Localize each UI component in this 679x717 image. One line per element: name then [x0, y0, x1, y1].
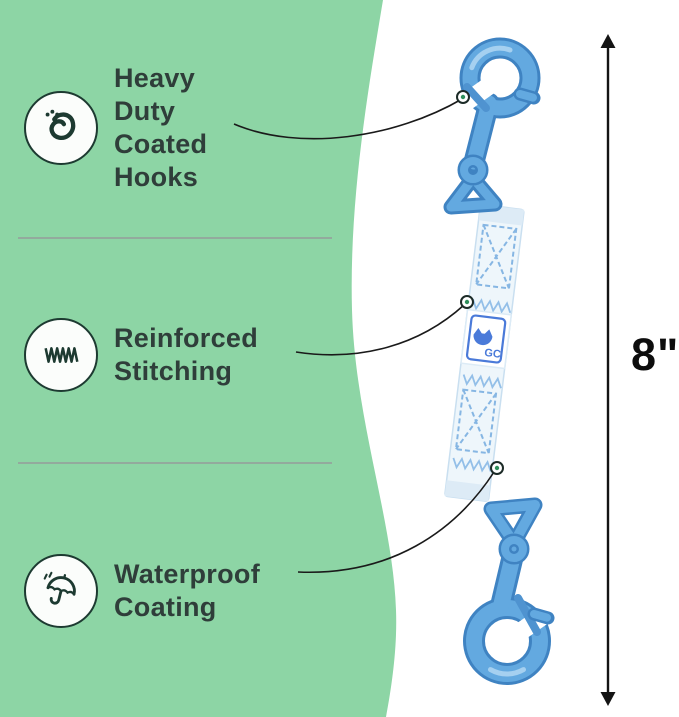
top-hook-gate [463, 83, 490, 112]
measurement-value: 8" [631, 329, 679, 380]
section-divider [18, 462, 332, 464]
bottom-swivel [483, 497, 543, 551]
feature-waterproof-coating: Waterproof Coating [24, 554, 324, 628]
umbrella-icon [24, 554, 98, 628]
hook-icon [24, 90, 98, 165]
stitching-icon [24, 318, 98, 392]
feature-heavy-duty-hooks: Heavy Duty Coated Hooks [24, 62, 249, 194]
section-divider [18, 237, 332, 239]
bottom-snap-hook [463, 533, 562, 685]
logo-cat-icon [473, 327, 493, 346]
measurement-arrow [600, 34, 616, 706]
top-snap-hook [446, 37, 541, 186]
callout-line-hooks [233, 98, 463, 140]
feature-reinforced-stitching: Reinforced Stitching [24, 318, 324, 392]
box-x-stitching [454, 223, 518, 455]
top-swivel [443, 170, 503, 215]
logo-text: GC [484, 347, 502, 361]
feature-label: Heavy Duty Coated Hooks [114, 63, 208, 192]
strap: GC [444, 203, 525, 502]
feature-label: Reinforced Stitching [114, 323, 259, 386]
callout-dots [456, 90, 504, 475]
callout-line-stitching [295, 304, 465, 356]
callout-line-coating [297, 471, 495, 573]
green-accent-panel [0, 0, 397, 717]
feature-label: Waterproof Coating [114, 559, 260, 622]
zigzag-stitching [452, 298, 512, 473]
bottom-hook-gate [514, 594, 541, 636]
